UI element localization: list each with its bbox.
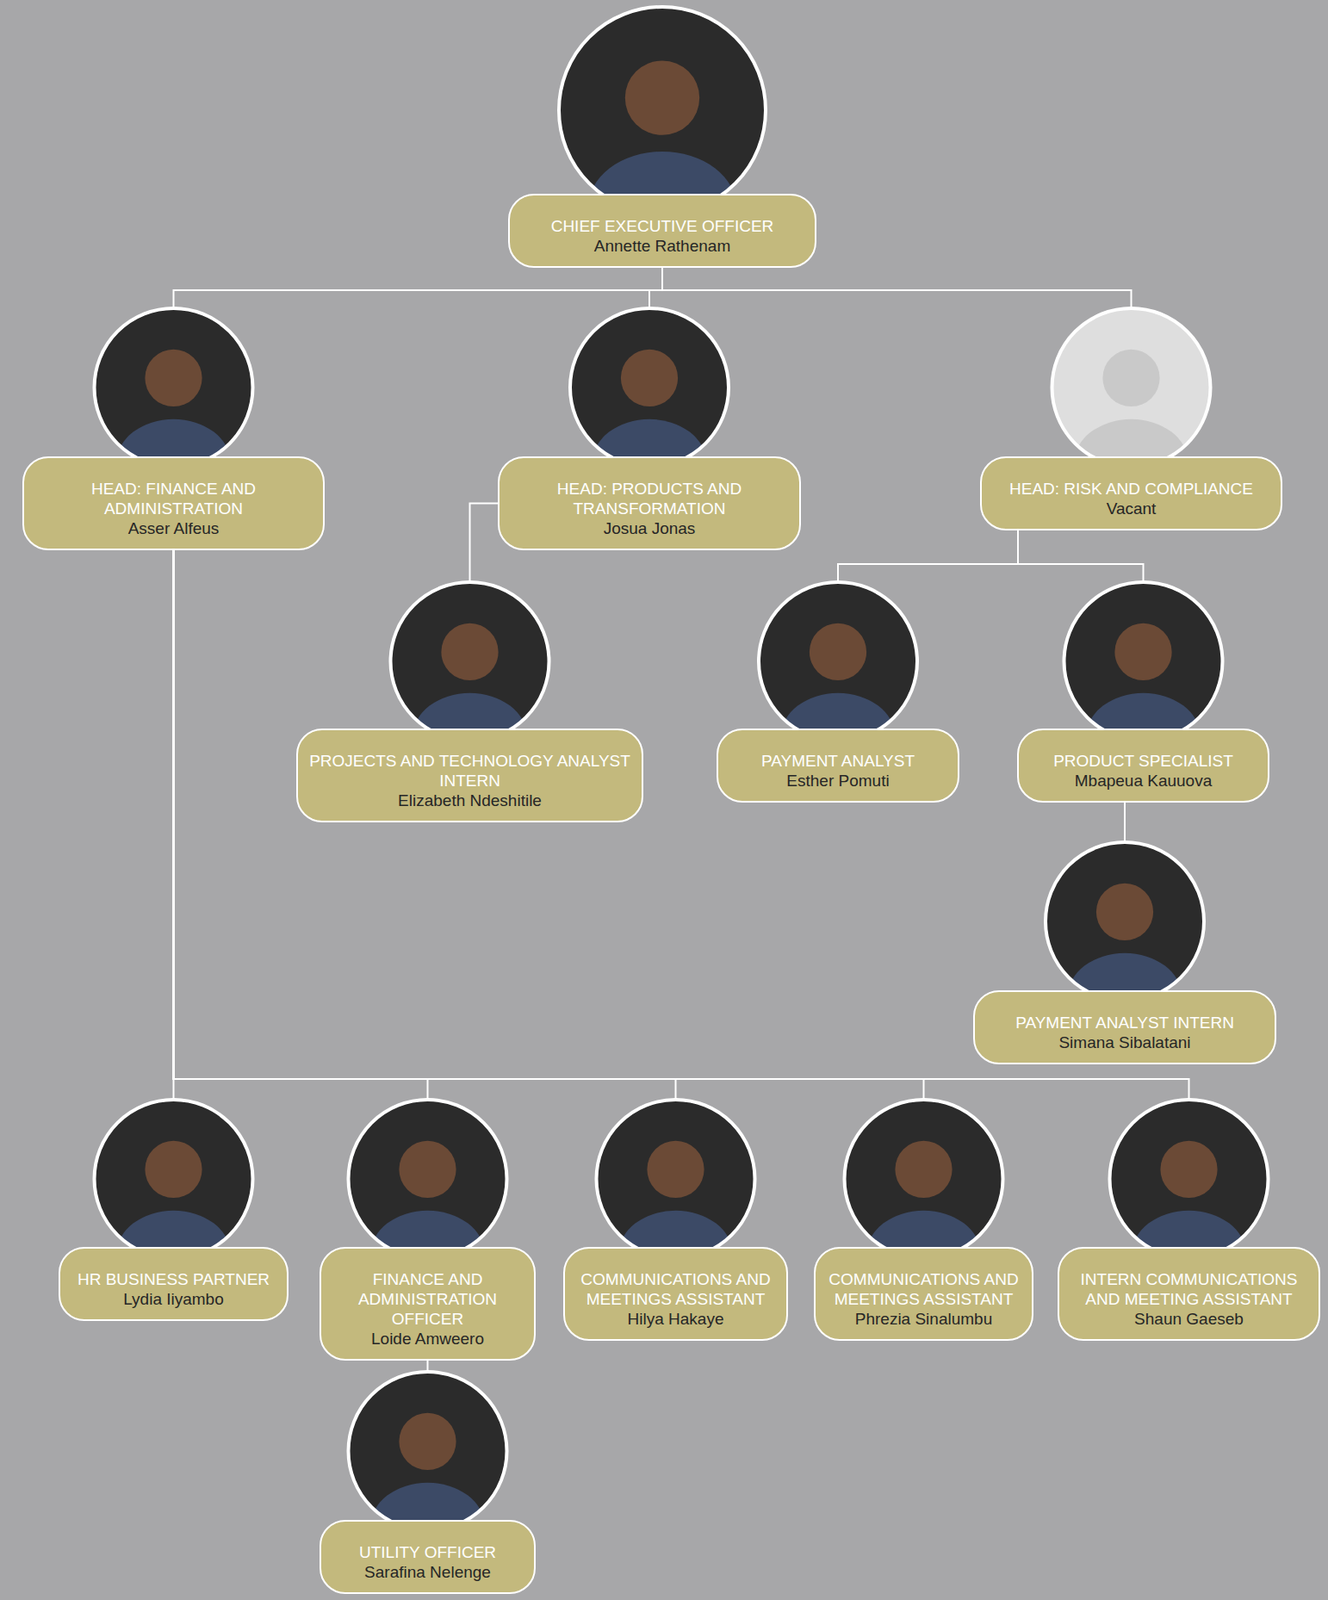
person-name: Shaun Gaeseb <box>1067 1309 1310 1329</box>
job-title: PAYMENT ANALYST INTERN <box>983 1012 1266 1033</box>
job-title: COMMUNICATIONS AND MEETINGS ASSISTANT <box>573 1269 778 1310</box>
role-box: PROJECTS AND TECHNOLOGY ANALYST INTERNEl… <box>296 728 644 823</box>
job-title: COMMUNICATIONS AND MEETINGS ASSISTANT <box>824 1269 1024 1310</box>
photo-frame <box>596 1099 756 1259</box>
photo-frame <box>348 1099 508 1259</box>
job-title: PAYMENT ANALYST <box>726 750 950 771</box>
role-box: COMMUNICATIONS AND MEETINGS ASSISTANTPhr… <box>813 1247 1034 1341</box>
reporting-line <box>173 550 1190 1248</box>
photo-frame <box>348 1371 508 1531</box>
role-box: PAYMENT ANALYST INTERNSimana Sibalatani <box>973 990 1277 1065</box>
photo-frame <box>1110 1099 1269 1259</box>
job-title: FINANCE AND ADMINISTRATION OFFICER <box>329 1269 526 1329</box>
job-title: PROJECTS AND TECHNOLOGY ANALYST INTERN <box>306 750 633 791</box>
person-name: Esther Pomuti <box>726 770 950 791</box>
photo-frame <box>1052 308 1211 467</box>
role-box: COMMUNICATIONS AND MEETINGS ASSISTANTHil… <box>563 1247 789 1341</box>
person-name: Mbapeua Kauuova <box>1027 770 1260 791</box>
photo-frame <box>758 582 918 741</box>
person-name: Hilya Hakaye <box>573 1309 778 1329</box>
photo-frame <box>94 308 254 467</box>
role-box: HEAD: PRODUCTS AND TRANSFORMATIONJosua J… <box>497 456 801 551</box>
person-name: Annette Rathenam <box>518 235 807 256</box>
person-name: Elizabeth Ndeshitile <box>306 790 633 811</box>
person-name: Loide Amweero <box>329 1328 526 1349</box>
job-title: PRODUCT SPECIALIST <box>1027 750 1260 771</box>
job-title: HR BUSINESS PARTNER <box>68 1269 279 1290</box>
job-title: CHIEF EXECUTIVE OFFICER <box>518 216 807 236</box>
job-title: INTERN COMMUNICATIONS AND MEETING ASSIST… <box>1067 1269 1310 1310</box>
role-box: CHIEF EXECUTIVE OFFICERAnnette Rathenam <box>508 193 817 268</box>
person-name: Josua Jonas <box>508 518 791 539</box>
job-title: HEAD: FINANCE AND ADMINISTRATION <box>32 478 315 519</box>
role-box: HEAD: FINANCE AND ADMINISTRATIONAsser Al… <box>22 456 325 551</box>
photo-frame <box>1045 842 1204 1001</box>
role-box: INTERN COMMUNICATIONS AND MEETING ASSIST… <box>1057 1247 1321 1341</box>
photo-frame <box>94 1099 254 1259</box>
role-box: HR BUSINESS PARTNERLydia Iiyambo <box>58 1247 289 1322</box>
person-name: Vacant <box>990 498 1273 519</box>
role-box: PAYMENT ANALYSTEsther Pomuti <box>716 728 960 803</box>
photo-frame <box>570 308 729 467</box>
person-name: Lydia Iiyambo <box>68 1289 279 1310</box>
role-box: FINANCE AND ADMINISTRATION OFFICERLoide … <box>319 1247 536 1361</box>
role-box: PRODUCT SPECIALISTMbapeua Kauuova <box>1017 728 1270 803</box>
photo-frame <box>558 6 766 214</box>
reporting-line <box>173 550 925 1248</box>
person-name: Sarafina Nelenge <box>329 1562 526 1583</box>
reporting-line <box>173 550 677 1248</box>
job-title: HEAD: RISK AND COMPLIANCE <box>990 478 1273 499</box>
role-box: HEAD: RISK AND COMPLIANCEVacant <box>980 456 1283 531</box>
job-title: HEAD: PRODUCTS AND TRANSFORMATION <box>508 478 791 519</box>
person-name: Simana Sibalatani <box>983 1032 1266 1053</box>
photo-frame <box>844 1099 1004 1259</box>
role-box: UTILITY OFFICERSarafina Nelenge <box>319 1520 536 1595</box>
job-title: UTILITY OFFICER <box>329 1542 526 1563</box>
photo-frame <box>390 582 550 741</box>
photo-frame <box>1064 582 1223 741</box>
person-name: Phrezia Sinalumbu <box>824 1309 1024 1329</box>
person-name: Asser Alfeus <box>32 518 315 539</box>
